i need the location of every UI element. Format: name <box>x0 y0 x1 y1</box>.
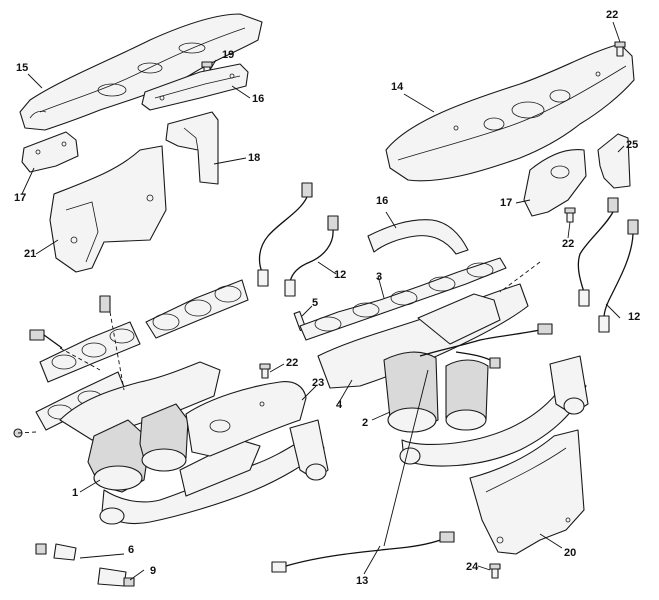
heat-shield-16-right <box>367 219 469 255</box>
callout-25: 25 <box>626 139 639 151</box>
heat-shield-17-left <box>21 131 79 173</box>
bolt-24 <box>489 563 501 579</box>
callout-6: 6 <box>128 544 135 556</box>
callout-15: 15 <box>16 62 29 74</box>
callout-4: 4 <box>336 399 343 411</box>
callout-20: 20 <box>564 547 577 559</box>
callout-14: 14 <box>391 81 404 93</box>
callout-5: 5 <box>312 297 319 309</box>
callout-16-left: 16 <box>252 93 265 105</box>
heat-shield-15 <box>19 13 263 131</box>
callout-3: 3 <box>376 271 383 283</box>
bracket-18 <box>165 111 219 185</box>
bolt-22-middle <box>564 207 576 223</box>
sensor-6 <box>35 543 127 587</box>
oxygen-sensor-12-left <box>257 182 339 297</box>
bolt-22-left <box>259 363 271 379</box>
heat-shield-16-left <box>141 63 249 111</box>
callout-22-left: 22 <box>286 357 299 369</box>
gasket-left-upper <box>145 279 249 339</box>
callout-18: 18 <box>248 152 261 164</box>
callout-17-right: 17 <box>500 197 513 209</box>
oxygen-sensor-13 <box>271 531 455 573</box>
callout-2: 2 <box>362 417 369 429</box>
sensor-left-manifold <box>29 295 111 349</box>
heat-shield-14 <box>385 43 635 182</box>
callout-23: 23 <box>312 377 325 389</box>
heat-shield-17-right <box>523 148 587 217</box>
exhaust-manifold-1 <box>59 361 329 525</box>
callout-16-right: 16 <box>376 195 389 207</box>
bolt-22-top <box>614 41 626 57</box>
heat-shield-20 <box>469 429 585 555</box>
heat-shield-21 <box>49 145 167 273</box>
leader-lines <box>17 21 625 581</box>
gasket-3 <box>299 257 507 341</box>
heat-shield-23 <box>185 381 307 457</box>
callout-21: 21 <box>24 248 37 260</box>
callout-24: 24 <box>466 561 479 573</box>
exhaust-manifold-2 <box>317 283 589 467</box>
callout-19: 19 <box>222 49 235 61</box>
callout-9: 9 <box>150 565 157 577</box>
oxygen-sensor-12-right <box>577 197 639 333</box>
callout-22-top: 22 <box>606 9 619 21</box>
sensor-right-manifold <box>419 323 553 369</box>
gasket-left-lower <box>39 321 141 383</box>
clip-9 <box>123 577 135 587</box>
callout-22-middle: 22 <box>562 238 575 250</box>
callout-13: 13 <box>356 575 369 587</box>
callout-12-right: 12 <box>628 311 641 323</box>
callout-17-left: 17 <box>14 192 27 204</box>
callout-1: 1 <box>72 487 79 499</box>
callout-12-left: 12 <box>334 269 347 281</box>
